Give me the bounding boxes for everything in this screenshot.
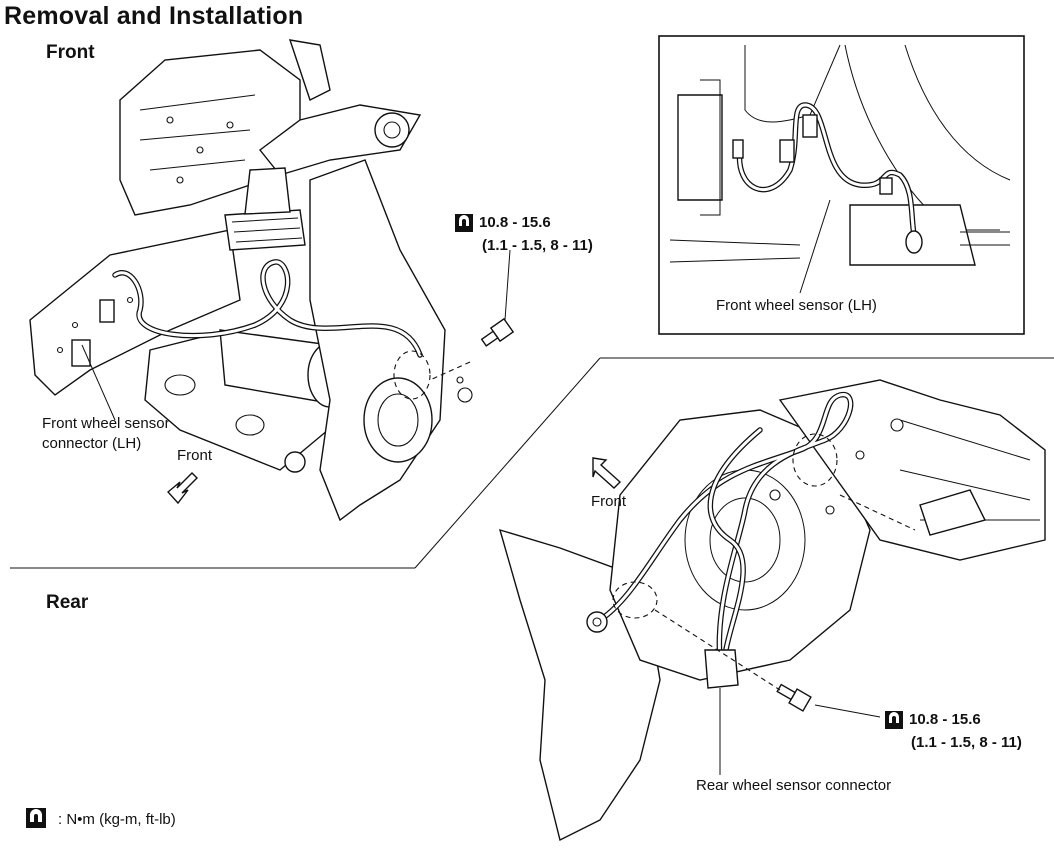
front-rear-divider-diagonal bbox=[414, 357, 601, 569]
torque-wrench-icon bbox=[885, 711, 903, 729]
front-connector-label-line2: connector (LH) bbox=[42, 435, 142, 452]
rear-sensor-location bbox=[792, 433, 838, 487]
rear-carrier bbox=[609, 409, 871, 681]
inset-bracket bbox=[677, 94, 723, 201]
front-direction-label: Front bbox=[177, 447, 213, 464]
torque-wrench-icon bbox=[26, 808, 46, 828]
front-connector-label-line1: Front wheel sensor bbox=[42, 415, 170, 432]
front-direction-arrow bbox=[166, 472, 198, 505]
section-dividers bbox=[10, 357, 1054, 569]
torque-wrench-icon bbox=[455, 214, 473, 232]
inset-frame bbox=[658, 35, 1025, 335]
steering-knuckle bbox=[309, 159, 446, 522]
front-sensor-connector bbox=[99, 299, 115, 323]
front-torque-leader bbox=[504, 249, 511, 321]
rear-sensor-connector bbox=[704, 649, 739, 689]
front-torque-value: 10.8 - 15.6 bbox=[479, 214, 551, 231]
rear-torque-value: 10.8 - 15.6 bbox=[909, 711, 981, 728]
front-torque-sub: (1.1 - 1.5, 8 - 11) bbox=[482, 237, 593, 254]
rear-sensor-bolt bbox=[776, 683, 812, 712]
page-title: Removal and Installation bbox=[4, 2, 304, 30]
connector-leader bbox=[81, 344, 116, 421]
rear-connector-label: Rear wheel sensor connector bbox=[696, 777, 892, 794]
inset-drawing bbox=[669, 44, 1011, 294]
rear-section-heading: Rear bbox=[46, 592, 89, 613]
front-sensor-bolt bbox=[480, 317, 515, 347]
front-assembly-drawing bbox=[29, 39, 515, 522]
units-legend: : N•m (kg-m, ft-lb) bbox=[58, 811, 176, 828]
rear-direction-arrow bbox=[592, 457, 622, 489]
rear-direction-label: Front bbox=[591, 493, 627, 510]
inset-sensor-label: Front wheel sensor (LH) bbox=[716, 297, 877, 314]
rear-torque-leader bbox=[814, 704, 881, 718]
rear-torque-sub: (1.1 - 1.5, 8 - 11) bbox=[911, 734, 1022, 751]
rear-assembly-drawing bbox=[498, 379, 1046, 842]
inset-sensor bbox=[905, 230, 923, 254]
front-sensor-location bbox=[393, 350, 431, 400]
inset-sensor-leader bbox=[799, 199, 831, 294]
front-section-heading: Front bbox=[46, 42, 95, 63]
